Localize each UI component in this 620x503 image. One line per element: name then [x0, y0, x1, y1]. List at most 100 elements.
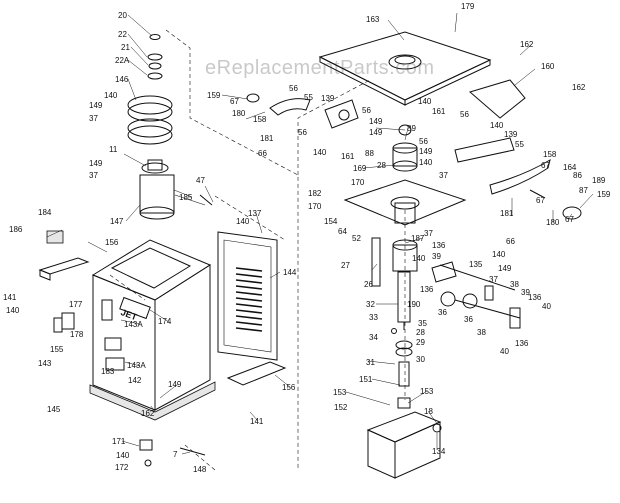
part-callout-c158a: 158: [253, 115, 267, 124]
bottom-small-parts: [139, 439, 206, 467]
part-callout-c137: 137: [248, 209, 262, 218]
part-callout-c141b: 141: [250, 417, 264, 426]
callout-leader-line: [221, 94, 249, 100]
callout-leader-line: [127, 14, 153, 37]
dust-bin: [366, 397, 442, 479]
part-callout-c40a: 40: [542, 302, 551, 311]
callout-leader-line: [120, 319, 141, 325]
callout-leader-line: [519, 43, 533, 56]
part-callout-c39b: 39: [521, 288, 530, 297]
part-callout-c140g: 140: [419, 158, 433, 167]
part-callout-c66a: 66: [258, 149, 267, 158]
part-callout-c18: 18: [424, 407, 433, 416]
part-callout-c27: 27: [341, 261, 350, 270]
part-callout-c140i: 140: [412, 254, 426, 263]
callout-leader-line: [371, 378, 401, 386]
part-callout-c36a: 36: [438, 308, 447, 317]
part-callout-c162a: 162: [141, 409, 155, 418]
part-callout-c154: 154: [324, 217, 338, 226]
callout-leader-line: [127, 59, 148, 76]
part-callout-c67a: 67: [230, 97, 239, 106]
part-callout-c56a: 56: [289, 84, 298, 93]
part-callout-c143A2: 143A: [127, 361, 146, 370]
part-callout-c180b: 180: [546, 218, 560, 227]
part-callout-c86: 86: [573, 171, 582, 180]
part-callout-c187: 187: [411, 234, 425, 243]
callout-leader-line: [371, 263, 378, 271]
part-callout-c88: 88: [365, 149, 374, 158]
part-callout-c140a: 140: [104, 91, 118, 100]
part-callout-c162b: 162: [520, 40, 534, 49]
callout-leaders: [46, 12, 594, 455]
door-vent-slot: [235, 315, 263, 320]
callout-leader-line: [375, 127, 406, 131]
callout-leader-line: [367, 360, 396, 365]
callout-leader-line: [255, 212, 263, 234]
part-callout-c140h: 140: [490, 121, 504, 130]
part-callout-c140e: 140: [313, 148, 327, 157]
part-callout-c164: 164: [563, 163, 577, 172]
part-callout-c151: 151: [359, 375, 373, 384]
part-callout-c170a: 170: [351, 178, 365, 187]
part-callout-c35: 35: [418, 319, 427, 328]
part-callout-c56d: 56: [419, 137, 428, 146]
part-callout-c55a: 55: [304, 93, 313, 102]
part-callout-c149g: 149: [498, 264, 512, 273]
part-callout-c149a: 149: [89, 101, 103, 110]
callout-leader-line: [345, 391, 391, 406]
callout-leader-line: [404, 237, 424, 244]
part-callout-c56b: 56: [362, 106, 371, 115]
callout-leader-line: [454, 12, 458, 33]
callout-leader-line: [427, 410, 439, 426]
callout-leader-line: [150, 405, 156, 413]
part-callout-c30: 30: [416, 355, 425, 364]
part-callout-c185: 185: [179, 193, 193, 202]
part-callout-c139b: 139: [504, 130, 518, 139]
part-callout-c190: 190: [407, 300, 421, 309]
part-callout-c143a: 143: [38, 359, 52, 368]
callout-leader-line: [514, 68, 536, 86]
part-callout-c153a: 153: [333, 388, 347, 397]
callout-labels: 20222122A1461491403711149374718514718418…: [3, 2, 611, 474]
part-callout-c136d: 136: [515, 339, 529, 348]
part-callout-c67d: 67: [565, 215, 574, 224]
door-vent-slot: [235, 309, 263, 314]
part-callout-c31: 31: [366, 358, 375, 367]
part-callout-c66b: 66: [506, 237, 515, 246]
part-callout-c89: 89: [407, 124, 416, 133]
part-callout-c177: 177: [69, 300, 83, 309]
part-callout-c37d: 37: [439, 171, 448, 180]
part-callout-c64: 64: [338, 227, 347, 236]
part-callout-c134: 134: [432, 447, 446, 456]
callout-leader-line: [149, 309, 170, 323]
part-callout-c7: 7: [173, 450, 178, 459]
callout-leader-line: [121, 440, 140, 447]
callout-leader-line: [204, 185, 214, 203]
part-callout-c136c: 136: [528, 293, 542, 302]
callout-leader-line: [127, 33, 148, 58]
part-callout-c142: 142: [128, 376, 142, 385]
door-vent-slot: [235, 327, 263, 332]
part-callout-c56e: 56: [460, 110, 469, 119]
part-callout-c40b: 40: [500, 347, 509, 356]
base-cabinet: JET: [89, 239, 216, 421]
part-callout-c139a: 139: [321, 94, 335, 103]
access-door: [217, 231, 278, 361]
part-callout-c37c: 37: [424, 229, 433, 238]
door-vent-slot: [235, 321, 263, 326]
part-callout-c181a: 181: [260, 134, 274, 143]
door-vent-slot: [235, 273, 263, 278]
part-callout-c160: 160: [541, 62, 555, 71]
part-callout-c156a: 156: [105, 238, 119, 247]
part-callout-c36b: 36: [464, 315, 473, 324]
part-callout-c141a: 141: [3, 293, 17, 302]
part-callout-c182: 182: [308, 189, 322, 198]
part-callout-c149d: 149: [369, 117, 383, 126]
part-callout-c140c: 140: [116, 451, 130, 460]
table-top: [318, 31, 492, 106]
part-callout-c149e: 149: [369, 128, 383, 137]
callout-leader-line: [387, 19, 405, 41]
assembly-guide-lines: [109, 29, 406, 471]
part-callout-c38b: 38: [477, 328, 486, 337]
